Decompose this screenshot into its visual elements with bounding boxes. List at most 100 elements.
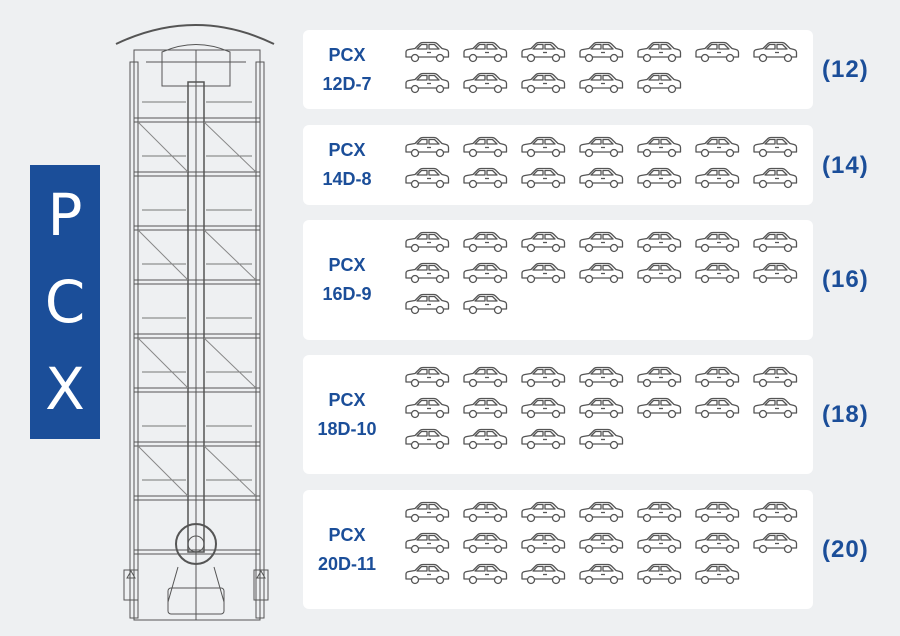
car-icon: [695, 397, 740, 419]
car-icon: [405, 397, 450, 419]
car-icon: [637, 262, 682, 284]
car-icon: [753, 366, 798, 388]
car-icon: [521, 41, 566, 63]
car-icon: [463, 501, 508, 523]
model-series: PCX: [328, 389, 366, 410]
car-icon: [637, 532, 682, 554]
capacity-count-18: (18): [822, 401, 869, 428]
car-icon: [405, 428, 450, 450]
car-icon: [579, 366, 624, 388]
car-icon: [637, 397, 682, 419]
car-icon: [637, 366, 682, 388]
car-icon: [405, 293, 450, 315]
capacity-count-12: (12): [822, 56, 869, 83]
car-grid: [403, 500, 807, 586]
car-icon: [579, 501, 624, 523]
car-icon: [463, 41, 508, 63]
model-series: PCX: [328, 524, 366, 545]
car-icon: [463, 428, 508, 450]
car-icon: [463, 563, 508, 585]
model-label: PCX 14D-8: [303, 125, 391, 205]
car-icon: [637, 501, 682, 523]
model-label: PCX 12D-7: [303, 30, 391, 109]
car-icon: [695, 366, 740, 388]
car-icon: [521, 72, 566, 94]
model-series: PCX: [328, 44, 366, 65]
car-icon: [463, 293, 508, 315]
car-icon: [579, 563, 624, 585]
car-icon: [463, 231, 508, 253]
car-icon: [405, 72, 450, 94]
model-row-12d7: PCX 12D-7: [303, 30, 813, 109]
model-row-18d10: PCX 18D-10: [303, 355, 813, 474]
car-icon: [695, 532, 740, 554]
car-icon: [463, 167, 508, 189]
car-icon: [521, 167, 566, 189]
car-icon: [521, 136, 566, 158]
car-icon: [579, 428, 624, 450]
car-icon: [521, 262, 566, 284]
car-icon: [579, 532, 624, 554]
car-grid: [403, 230, 807, 316]
car-icon: [753, 231, 798, 253]
car-icon: [637, 41, 682, 63]
car-icon: [695, 231, 740, 253]
car-icon: [463, 262, 508, 284]
capacity-count-20: (20): [822, 536, 869, 563]
car-icon: [405, 563, 450, 585]
car-icon: [753, 532, 798, 554]
model-code: 20D-11: [317, 553, 377, 574]
car-icon: [521, 563, 566, 585]
car-icon: [695, 563, 740, 585]
car-icon: [463, 72, 508, 94]
car-grid: [403, 40, 807, 95]
car-icon: [405, 167, 450, 189]
model-series: PCX: [328, 255, 366, 276]
car-icon: [753, 41, 798, 63]
capacity-count-14: (14): [822, 152, 869, 179]
model-row-20d11: PCX 20D-11: [303, 490, 813, 609]
car-icon: [405, 532, 450, 554]
brand-letter-x: X: [45, 355, 85, 424]
car-icon: [695, 262, 740, 284]
car-icon: [521, 428, 566, 450]
model-row-16d9: PCX 16D-9: [303, 220, 813, 340]
model-row-14d8: PCX 14D-8: [303, 125, 813, 205]
model-code: 16D-9: [322, 284, 372, 304]
car-icon: [695, 167, 740, 189]
model-series: PCX: [328, 140, 366, 161]
parking-tower-drawing: [115, 24, 275, 621]
car-icon: [637, 136, 682, 158]
car-icon: [405, 366, 450, 388]
car-icon: [463, 136, 508, 158]
car-icon: [579, 72, 624, 94]
model-label: PCX 16D-9: [303, 220, 391, 340]
car-icon: [579, 167, 624, 189]
car-icon: [753, 136, 798, 158]
car-icon: [463, 397, 508, 419]
capacity-count-16: (16): [822, 266, 869, 293]
car-icon: [637, 167, 682, 189]
car-icon: [579, 262, 624, 284]
model-code: 12D-7: [322, 73, 372, 94]
car-icon: [521, 231, 566, 253]
brand-letter-c: C: [44, 267, 86, 336]
car-icon: [463, 366, 508, 388]
car-icon: [521, 366, 566, 388]
car-grid: [403, 135, 807, 190]
car-icon: [521, 397, 566, 419]
model-code: 14D-8: [322, 169, 372, 189]
car-icon: [579, 41, 624, 63]
pcx-badge: P C X: [30, 165, 100, 439]
car-icon: [521, 501, 566, 523]
car-icon: [753, 397, 798, 419]
car-icon: [695, 41, 740, 63]
car-icon: [463, 532, 508, 554]
car-icon: [405, 231, 450, 253]
car-icon: [405, 262, 450, 284]
car-icon: [579, 136, 624, 158]
car-icon: [521, 532, 566, 554]
car-icon: [405, 501, 450, 523]
model-label: PCX 20D-11: [303, 490, 391, 609]
car-icon: [637, 72, 682, 94]
